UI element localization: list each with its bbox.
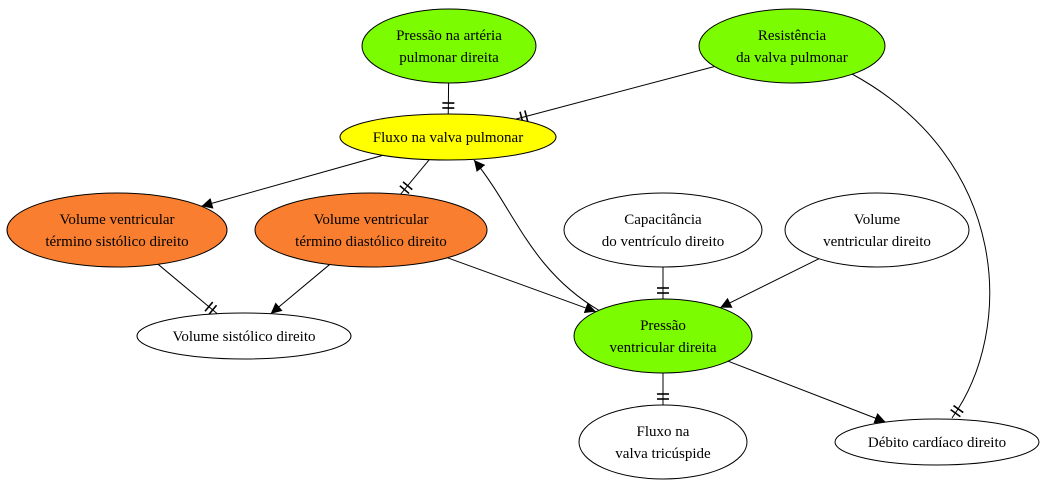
node-label: Volume ventricular (313, 212, 428, 228)
node-label: Pressão (640, 318, 686, 334)
node-debito: Débito cardíaco direito (834, 418, 1040, 466)
node-resistencia: Resistência da valva pulmonar (698, 8, 886, 84)
inhibition-tick-mark (402, 181, 413, 191)
node-vol-sistolico: Volume sistólico direito (136, 312, 352, 360)
edge-fluxo-valva-to-vol-diastolico-final (400, 159, 430, 195)
inhibition-tick-mark (204, 301, 214, 312)
node-label: Volume sistólico direito (172, 329, 315, 345)
edges-layer (157, 66, 991, 424)
inhibition-tick-mark (208, 304, 218, 316)
node-label: da valva pulmonar (736, 50, 848, 66)
node-label: término diastólico direito (295, 234, 447, 250)
node-ellipse (563, 192, 763, 268)
node-ellipse (6, 192, 228, 268)
node-label: Débito cardíaco direito (868, 435, 1006, 451)
node-label: Fluxo na (637, 424, 690, 440)
node-vol-diastolico-final: Volume ventricular término diastólico dir… (254, 192, 488, 268)
node-label: Volume ventricular (59, 212, 174, 228)
node-label: Volume (854, 212, 901, 228)
node-ellipse (578, 404, 748, 480)
node-volume-ventricular: Volume ventricular direito (784, 192, 970, 268)
node-label: do ventrículo direito (602, 234, 724, 250)
inhibition-tick-mark (524, 110, 529, 123)
node-label: ventricular direito (823, 234, 931, 250)
node-label: ventricular direita (609, 340, 716, 356)
inhibition-tick-mark (950, 408, 961, 418)
inhibition-tick-mark (953, 404, 964, 414)
node-ellipse (698, 8, 886, 84)
node-capacitancia: Capacitância do ventrículo direito (563, 192, 763, 268)
node-label: Fluxo na valva pulmonar (373, 130, 523, 146)
node-fluxo-tricuspide: Fluxo na valva tricúspide (578, 404, 748, 480)
node-fluxo-valva: Fluxo na valva pulmonar (339, 113, 557, 161)
edge-fluxo-valva-to-vol-sistolico-final (201, 154, 383, 209)
inhibition-tick-mark (399, 185, 410, 195)
edge-volume-ventricular-to-pressao-ventricular (719, 258, 820, 309)
node-ellipse (573, 298, 753, 374)
node-label: Capacitância (624, 212, 702, 228)
node-vol-sistolico-final: Volume ventricular término sistólico dire… (6, 192, 228, 268)
node-ellipse (361, 8, 537, 84)
edge-vol-sistolico-final-to-vol-sistolico (157, 263, 218, 315)
node-label: Pressão na artéria (396, 28, 502, 44)
edge-vol-diastolico-final-to-vol-sistolico (270, 264, 330, 315)
node-ellipse (339, 113, 557, 161)
edge-pressao-ventricular-to-debito (727, 360, 886, 424)
edge-resistencia-to-fluxo-valva (515, 66, 715, 120)
node-ellipse (834, 418, 1040, 466)
node-ellipse (136, 312, 352, 360)
node-label: pulmonar direita (399, 50, 499, 66)
edge-pressao-ventricular-to-fluxo-valva (473, 159, 601, 312)
edge-resistencia-to-debito (851, 73, 991, 419)
node-ellipse (784, 192, 970, 268)
node-label: término sistólico direito (45, 234, 188, 250)
node-ellipse (254, 192, 488, 268)
node-label: valva tricúspide (615, 446, 711, 462)
node-pressao-ventricular: Pressão ventricular direita (573, 298, 753, 374)
node-label: Resistência (758, 28, 827, 44)
edge-vol-diastolico-final-to-pressao-ventricular (447, 257, 597, 314)
nodes-layer: Pressão na artéria pulmonar direita Resist… (6, 8, 1040, 480)
node-pressao-arteria: Pressão na artéria pulmonar direita (361, 8, 537, 84)
